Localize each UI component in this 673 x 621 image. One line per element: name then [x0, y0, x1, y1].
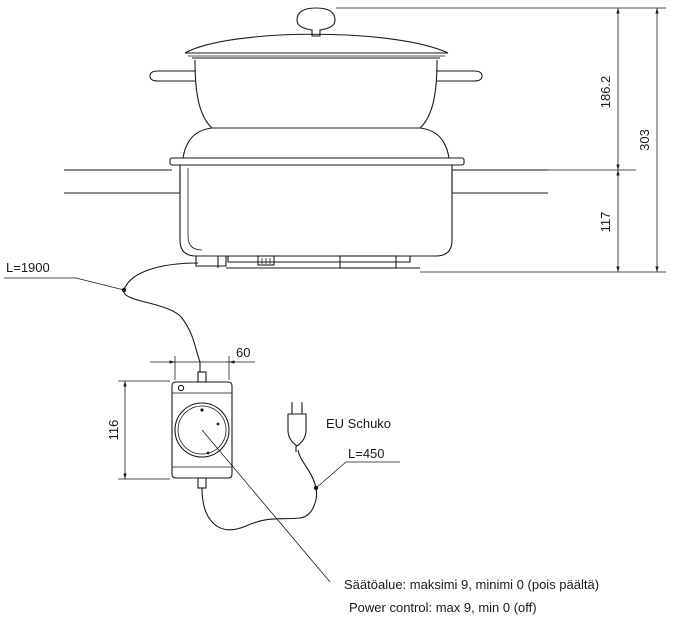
- power-dial: [174, 402, 230, 458]
- lid-knob: [296, 7, 336, 37]
- control-note-leader: [201, 429, 331, 583]
- power-control-unit: [171, 371, 233, 489]
- right-handle: [436, 70, 483, 82]
- dim-overall-height: 303: [637, 129, 652, 151]
- plug-cord: [201, 449, 400, 531]
- control-cord: [4, 262, 201, 372]
- left-handle: [149, 70, 196, 82]
- control-range-note-en: Power control: max 9, min 0 (off): [349, 600, 537, 615]
- plug-cord-length: L=450: [348, 446, 385, 461]
- steamer-pot: [149, 7, 483, 129]
- control-height-dimension: [118, 380, 170, 480]
- schuko-plug-icon: [287, 402, 307, 452]
- dim-control-width: 60: [236, 345, 250, 360]
- dim-lower-height: 117: [598, 212, 613, 233]
- control-width-dimension: [150, 356, 255, 380]
- vertical-dimensions: [336, 7, 666, 273]
- control-range-note-fi: Säätöalue: maksimi 9, minimi 0 (pois pää…: [344, 577, 599, 592]
- dim-upper-height: 186.2: [598, 76, 613, 109]
- base-unit: [169, 127, 465, 269]
- plug-type-label: EU Schuko: [326, 416, 391, 431]
- control-cord-length: L=1900: [6, 260, 50, 275]
- lid: [184, 33, 449, 54]
- countertop: [64, 169, 548, 194]
- dim-control-height: 116: [106, 420, 121, 441]
